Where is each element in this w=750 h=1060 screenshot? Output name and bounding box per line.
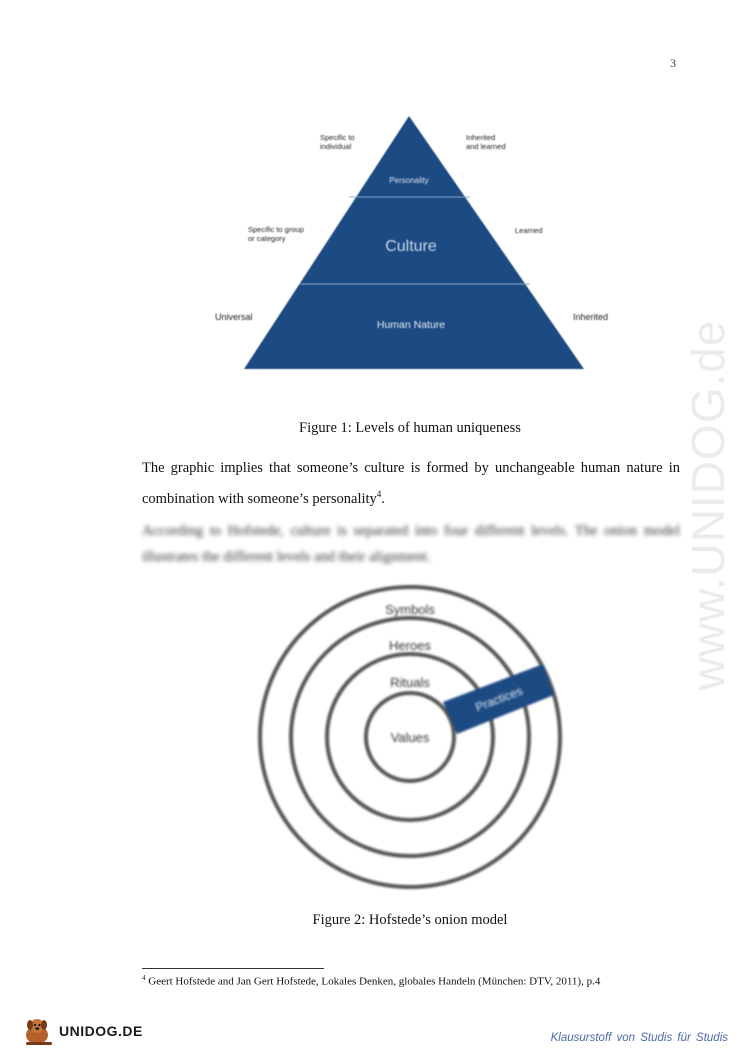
onion-rings <box>258 585 562 889</box>
figure1-caption: Figure 1: Levels of human uniqueness <box>299 420 521 436</box>
footnote-number: 4 <box>142 974 146 982</box>
pyramid-level-personality: Personality <box>389 176 429 185</box>
pyramid-level-culture: Culture <box>385 238 437 255</box>
ring-label-symbols: Symbols <box>385 602 435 617</box>
paragraph1-end: . <box>381 490 385 507</box>
pyramid-figure: Personality Culture Human Nature Specifi… <box>215 116 608 369</box>
figure2-caption: Figure 2: Hofstede’s onion model <box>312 912 508 928</box>
ring-rituals <box>325 652 495 822</box>
pyramid-level-human-nature: Human Nature <box>377 319 445 331</box>
body-paragraph-1: The graphic implies that someone’s cultu… <box>142 455 680 512</box>
footnote-reference: 4 <box>376 489 382 499</box>
pyramid-shape <box>244 116 584 369</box>
practices-band <box>443 664 554 734</box>
body-paragraph-2: According to Hofstede, culture is separa… <box>142 523 680 565</box>
ring-label-rituals: Rituals <box>390 675 430 690</box>
footnote: 4 Geert Hofstede and Jan Gert Hofstede, … <box>142 974 600 988</box>
page-number: 3 <box>670 56 676 70</box>
right-label-learned: Learned <box>515 226 543 235</box>
footnote-divider <box>142 968 324 969</box>
unidog-logo[interactable]: UNIDOG.DE <box>22 1016 143 1046</box>
paragraph1-text: The graphic implies that someone’s cultu… <box>142 460 680 507</box>
footer-tagline: Klausurstoff von Studis für Studis <box>550 1032 728 1044</box>
footnote-text: Geert Hofstede and Jan Gert Hofstede, Lo… <box>148 975 601 988</box>
onion-model-figure: Practices Symbols Heroes Rituals Values <box>258 585 562 889</box>
logo-text: UNIDOG.DE <box>59 1023 143 1039</box>
watermark: www.UNIDOG.de <box>682 319 734 691</box>
ring-heroes <box>289 616 531 858</box>
ring-values <box>364 691 456 783</box>
ring-label-values: Values <box>391 730 430 745</box>
ring-label-heroes: Heroes <box>389 638 431 653</box>
right-label-inherited: Inherited <box>573 312 608 322</box>
ring-symbols <box>258 585 562 889</box>
left-label-universal: Universal <box>215 312 253 322</box>
dog-mascot-icon <box>26 1019 52 1045</box>
